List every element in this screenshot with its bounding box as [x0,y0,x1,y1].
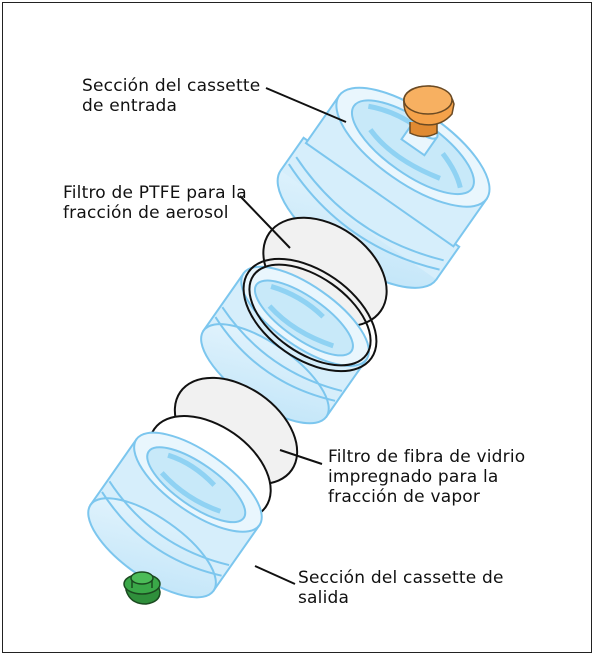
ptfe-leader-line [239,195,291,249]
outlet-cap [123,571,161,605]
inlet-label-line2: de entrada [82,96,178,116]
ptfe-label-line1: Filtro de PTFE para la [63,183,247,203]
inlet-cap [403,85,455,138]
inlet-leader-line [265,87,347,123]
glass-label-line3: fracción de vapor [328,487,481,507]
glass-label-line2: impregnado para la [328,467,499,487]
outlet-leader-line [254,565,296,585]
outlet-section-label: Sección del cassette de salida [298,568,504,608]
outlet-label-line1: Sección del cassette de [298,568,504,588]
glass-leader-line [279,449,323,465]
inlet-label-line1: Sección del cassette [82,76,261,96]
ptfe-label-line2: fracción de aerosol [63,203,229,223]
sealing-ring [242,257,378,373]
inlet-section-label: Sección del cassette de entrada [82,76,260,116]
ptfe-filter-label: Filtro de PTFE para la fracción de aeros… [63,183,247,223]
outlet-cassette-section [87,431,263,599]
outlet-label-line2: salida [298,588,350,608]
glass-fiber-filter-label: Filtro de fibra de vidrio impregnado par… [328,447,525,507]
inlet-cassette-section [276,86,491,289]
leader-lines [239,87,347,585]
glass-label-line1: Filtro de fibra de vidrio [328,447,526,467]
